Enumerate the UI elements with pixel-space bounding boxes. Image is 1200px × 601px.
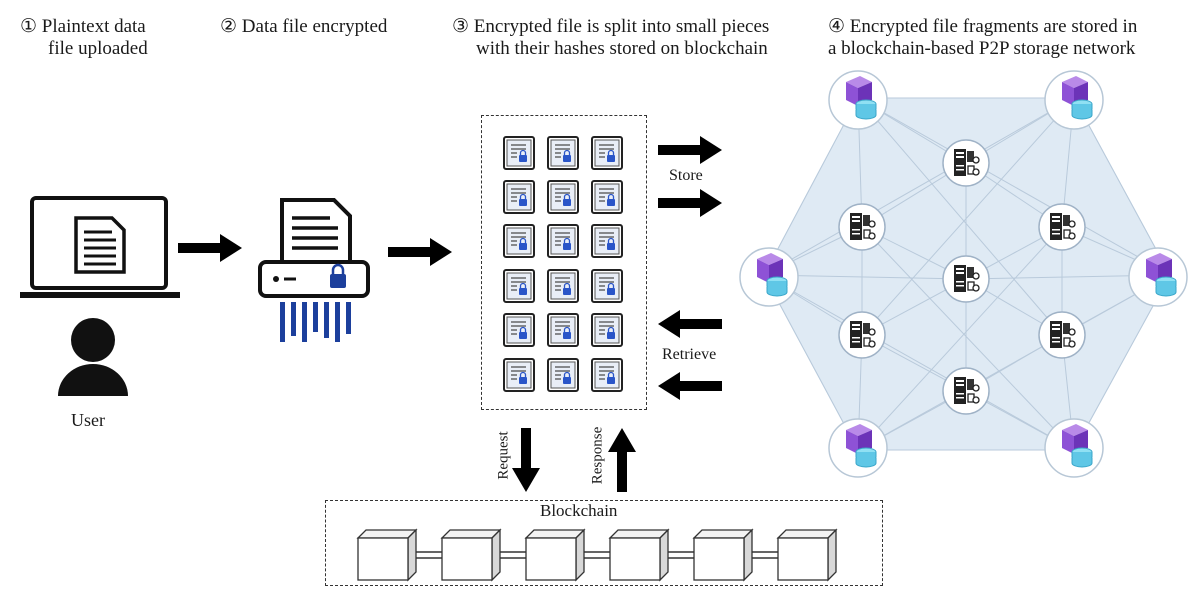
storage-node-icon [1128,247,1188,307]
arrow-laptop-to-shredder [178,234,242,262]
document-icon [74,216,126,274]
user-icon [58,318,128,396]
step-1-heading: ① Plaintext data file uploaded [20,16,148,60]
server-icon [1038,203,1086,251]
user-label: User [71,410,105,430]
server-icon [942,367,990,415]
request-arrow [512,428,540,492]
laptop-icon [20,196,180,298]
server-icon [838,311,886,359]
response-arrow [608,428,636,492]
server-icon [942,255,990,303]
step-1-number: ① [20,16,38,37]
store-arrows [658,136,722,217]
chain-links [416,551,778,559]
step-1-line1: Plaintext data [41,16,146,37]
step-2-line1: Data file encrypted [241,16,388,37]
storage-node-icon [1044,418,1104,478]
step-4-line2: a blockchain-based P2P storage network [828,38,1136,59]
server-icon [942,139,990,187]
p2p-network [739,70,1188,478]
step-3-number: ③ [452,16,470,37]
step-4-line1: Encrypted file fragments are stored in [849,16,1138,37]
step-2-number: ② [220,16,238,37]
step-3-line2: with their hashes stored on blockchain [476,38,768,59]
blockchain-blocks [357,529,837,581]
storage-node-icon [739,247,799,307]
step-1-line2: file uploaded [48,38,148,59]
server-icon [838,203,886,251]
storage-node-icon [828,70,888,130]
step-4-number: ④ [828,16,846,37]
blockchain-label: Blockchain [540,501,618,520]
step-3-line1: Encrypted file is split into small piece… [473,16,770,37]
step-2-heading: ② Data file encrypted [220,16,387,38]
storage-node-icon [1044,70,1104,130]
blockchain-container [325,500,883,586]
step-3-heading: ③ Encrypted file is split into small pie… [452,16,769,60]
response-label: Response [589,426,606,485]
retrieve-arrows [658,310,722,400]
shredder-icon [258,198,370,342]
store-label: Store [669,167,703,184]
server-icon [1038,311,1086,359]
fragments-container [481,115,647,410]
retrieve-label: Retrieve [662,346,717,363]
step-4-heading: ④ Encrypted file fragments are stored in… [828,16,1137,60]
request-label: Request [495,431,512,480]
arrow-shredder-to-fragments [388,238,452,266]
storage-node-icon [828,418,888,478]
